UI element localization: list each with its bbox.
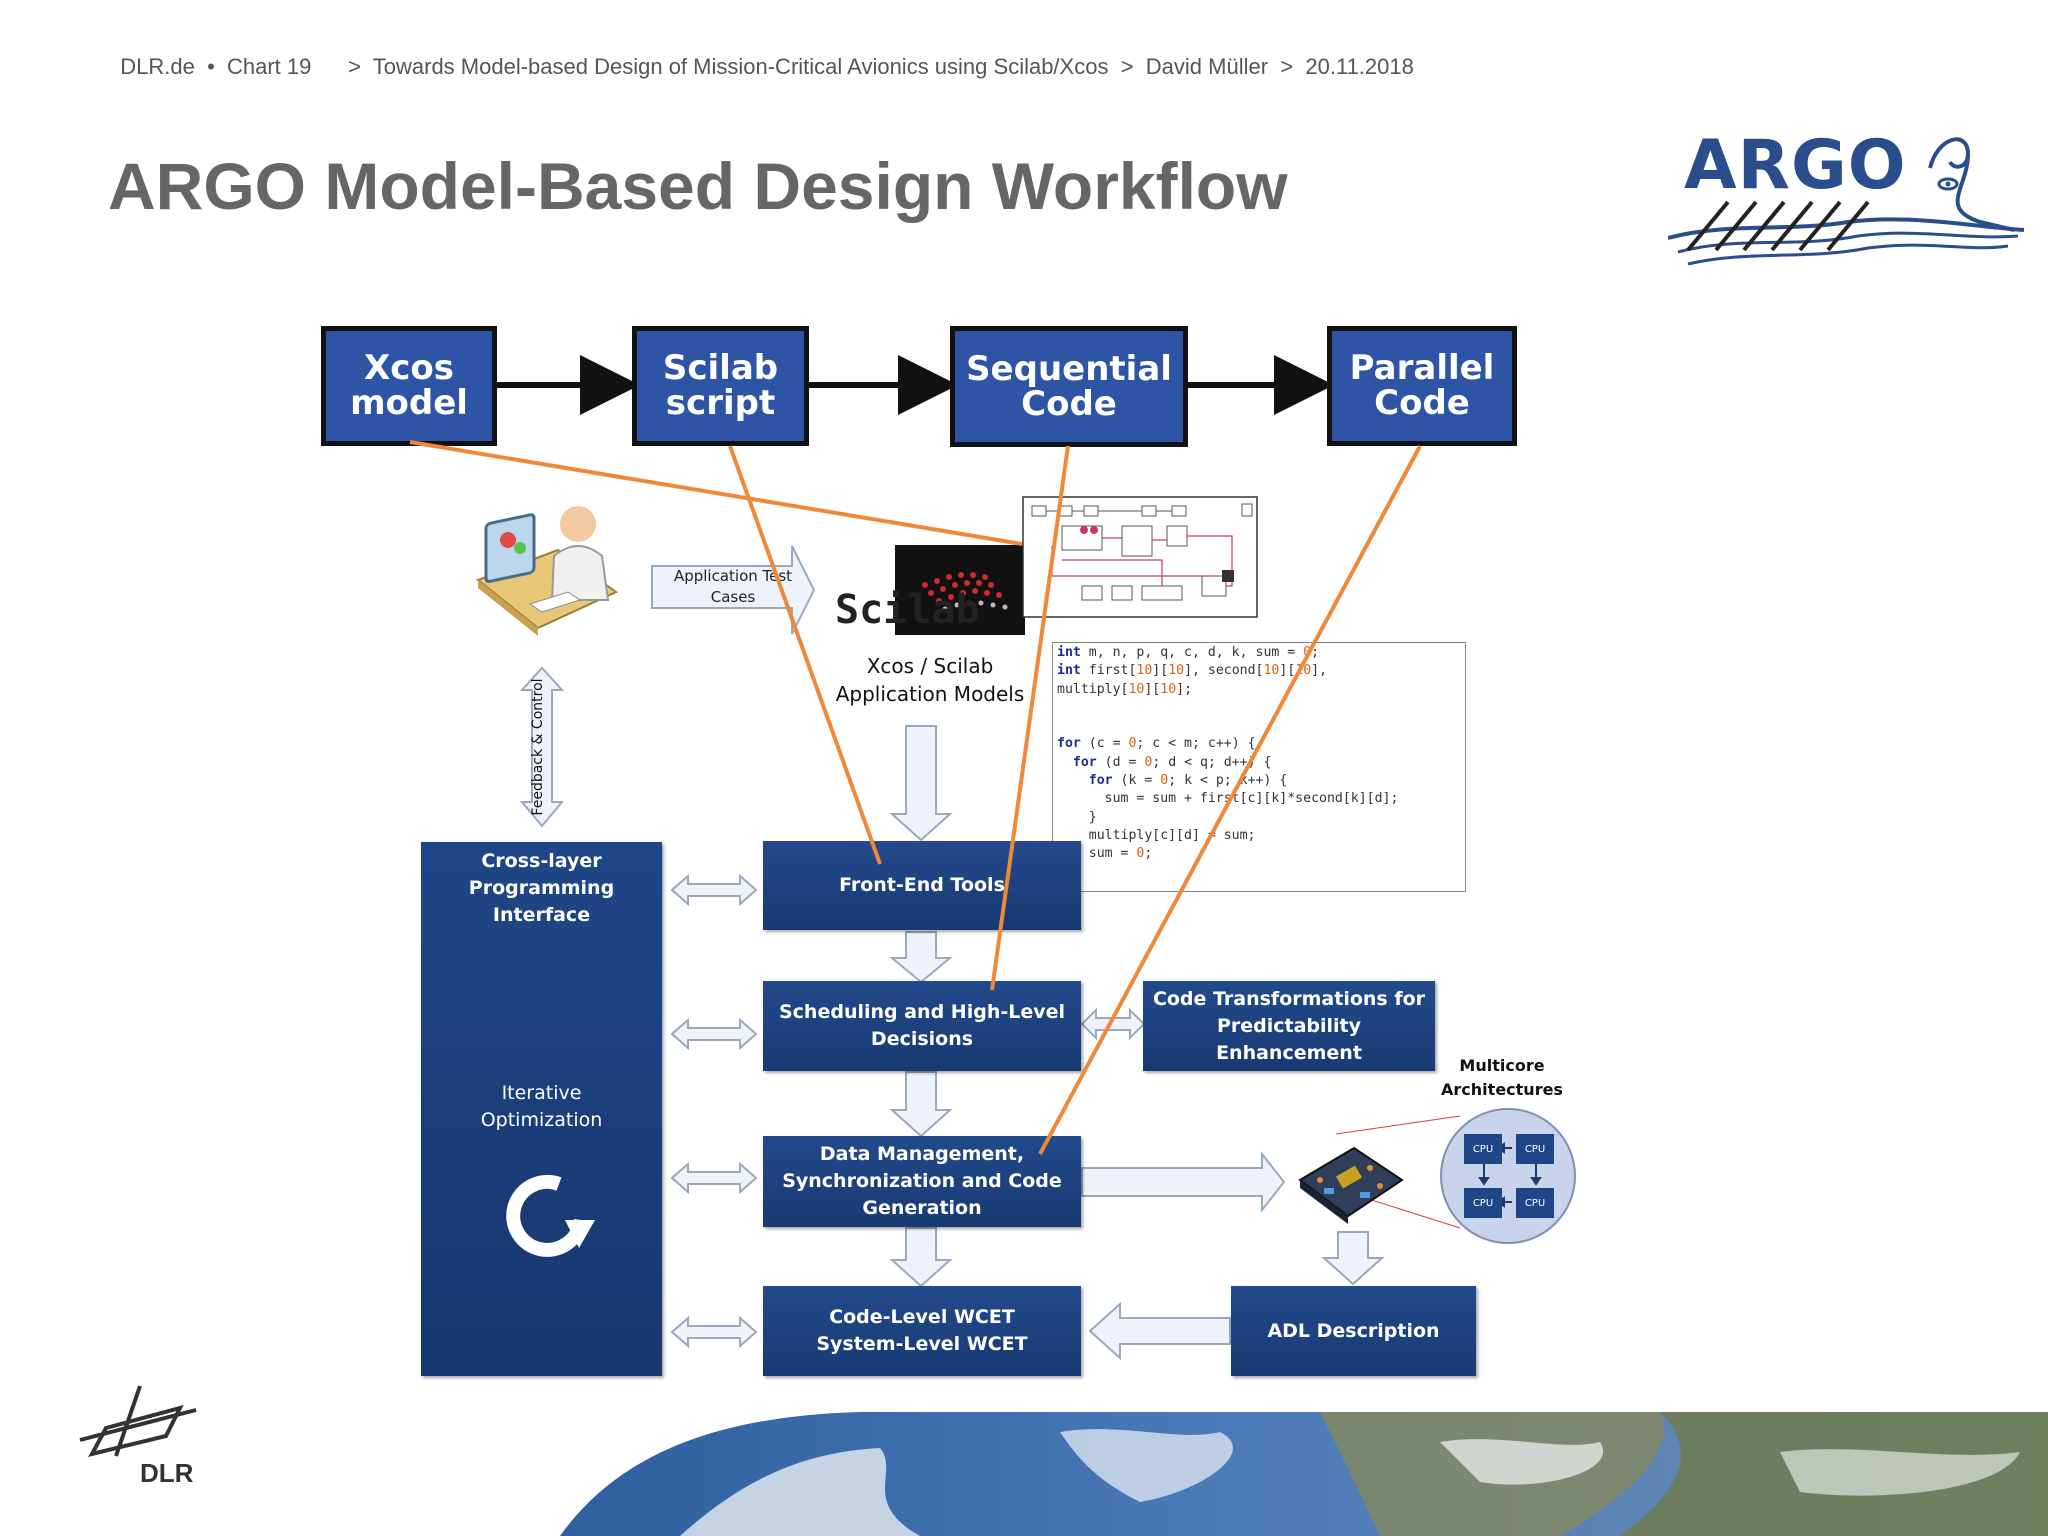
bidir-arrow: [670, 873, 758, 907]
developer-icon: [476, 506, 618, 636]
bidir-arrow: [670, 1161, 758, 1195]
scilab-logo-text: Scilab: [835, 587, 980, 633]
cpu-chip: CPU: [1464, 1188, 1502, 1218]
code-transformations-box[interactable]: Code Transformations for Predictability …: [1143, 981, 1435, 1071]
front-end-tools-box[interactable]: Front-End Tools: [763, 841, 1081, 930]
cpu-arrows: [1478, 1142, 1542, 1208]
flow-arrow-left: [1088, 1301, 1231, 1361]
pipeline-box-xcos-model[interactable]: Xcos model: [321, 326, 497, 446]
flow-arrow-down: [889, 1227, 953, 1288]
breadcrumb-sep: >: [1280, 54, 1294, 79]
cpu-chip: CPU: [1516, 1188, 1554, 1218]
cpu-chip: CPU: [1464, 1134, 1502, 1164]
code-text: int m, n, p, q, c, d, k, sum = 0; int fi…: [1057, 645, 1399, 898]
pipeline-box-parallel-code[interactable]: Parallel Code: [1327, 326, 1517, 446]
multicore-label: Multicore Architectures: [1441, 1056, 1563, 1099]
breadcrumb-sep: >: [348, 54, 361, 79]
argo-logo-text: ARGO: [1684, 126, 1907, 205]
earth-banner-image: [560, 1412, 2048, 1536]
dlr-symbol-icon: [79, 1385, 197, 1458]
dlr-logo-text: DLR: [140, 1458, 194, 1488]
breadcrumb-date: 20.11.2018: [1305, 54, 1414, 79]
circuit-board-icon: [1298, 1146, 1404, 1224]
data-management-box[interactable]: Data Management, Synchronization and Cod…: [763, 1136, 1081, 1227]
page-title: ARGO Model-Based Design Workflow: [108, 149, 1288, 223]
iterative-optimization-label: Iterative Optimization: [480, 1082, 603, 1131]
bidir-arrow: [670, 1017, 758, 1051]
adl-description-box[interactable]: ADL Description: [1231, 1286, 1476, 1376]
flow-arrow-down: [889, 1071, 953, 1138]
breadcrumb-author: David Müller: [1145, 54, 1269, 79]
app-test-cases-label: Application Test Cases: [673, 567, 793, 606]
bidir-arrow: [670, 1315, 758, 1349]
cross-layer-label: Cross-layer Programming Interface: [468, 850, 615, 926]
dlr-logo: DLR: [76, 1380, 206, 1490]
breadcrumb-dot: •: [207, 54, 215, 79]
wcet-box[interactable]: Code-Level WCET System-Level WCET: [763, 1286, 1081, 1376]
multicore-diagram: CPU CPU CPU CPU: [1440, 1108, 1576, 1244]
breadcrumb-chart: Chart 19: [227, 54, 312, 79]
breadcrumb: DLR.de • Chart 19 > Towards Model-based …: [108, 28, 1414, 80]
pipeline-box-scilab-script[interactable]: Scilab script: [632, 326, 809, 446]
scilab-logo: Scilab: [835, 545, 1025, 635]
flow-arrow-down: [1321, 1231, 1385, 1286]
argo-ship-icon: [1668, 137, 2025, 266]
xcos-diagram-thumbnail: [1022, 496, 1258, 618]
app-models-label: Xcos / Scilab Application Models: [835, 654, 1025, 706]
code-panel: int m, n, p, q, c, d, k, sum = 0; int fi…: [1052, 642, 1466, 898]
flow-arrow-down: [889, 725, 953, 842]
breadcrumb-sep: >: [1120, 54, 1134, 79]
feedback-control-label: Feedback & Control: [530, 678, 546, 816]
cross-layer-panel[interactable]: Cross-layer Programming Interface Iterat…: [421, 842, 662, 1376]
breadcrumb-site[interactable]: DLR.de: [120, 54, 195, 79]
feedback-arrow: [519, 666, 565, 828]
flow-arrow-down: [889, 931, 953, 984]
scheduling-box[interactable]: Scheduling and High-Level Decisions: [763, 981, 1081, 1071]
bidir-arrow: [1080, 1007, 1146, 1041]
cpu-chip: CPU: [1516, 1134, 1554, 1164]
pipeline-box-sequential-code[interactable]: Sequential Code: [950, 326, 1188, 447]
flow-arrow-right: [1081, 1151, 1286, 1213]
argo-logo: ARGO: [1668, 118, 2028, 268]
breadcrumb-talk-title: Towards Model-based Design of Mission-Cr…: [372, 54, 1109, 79]
refresh-icon: [506, 1174, 595, 1257]
